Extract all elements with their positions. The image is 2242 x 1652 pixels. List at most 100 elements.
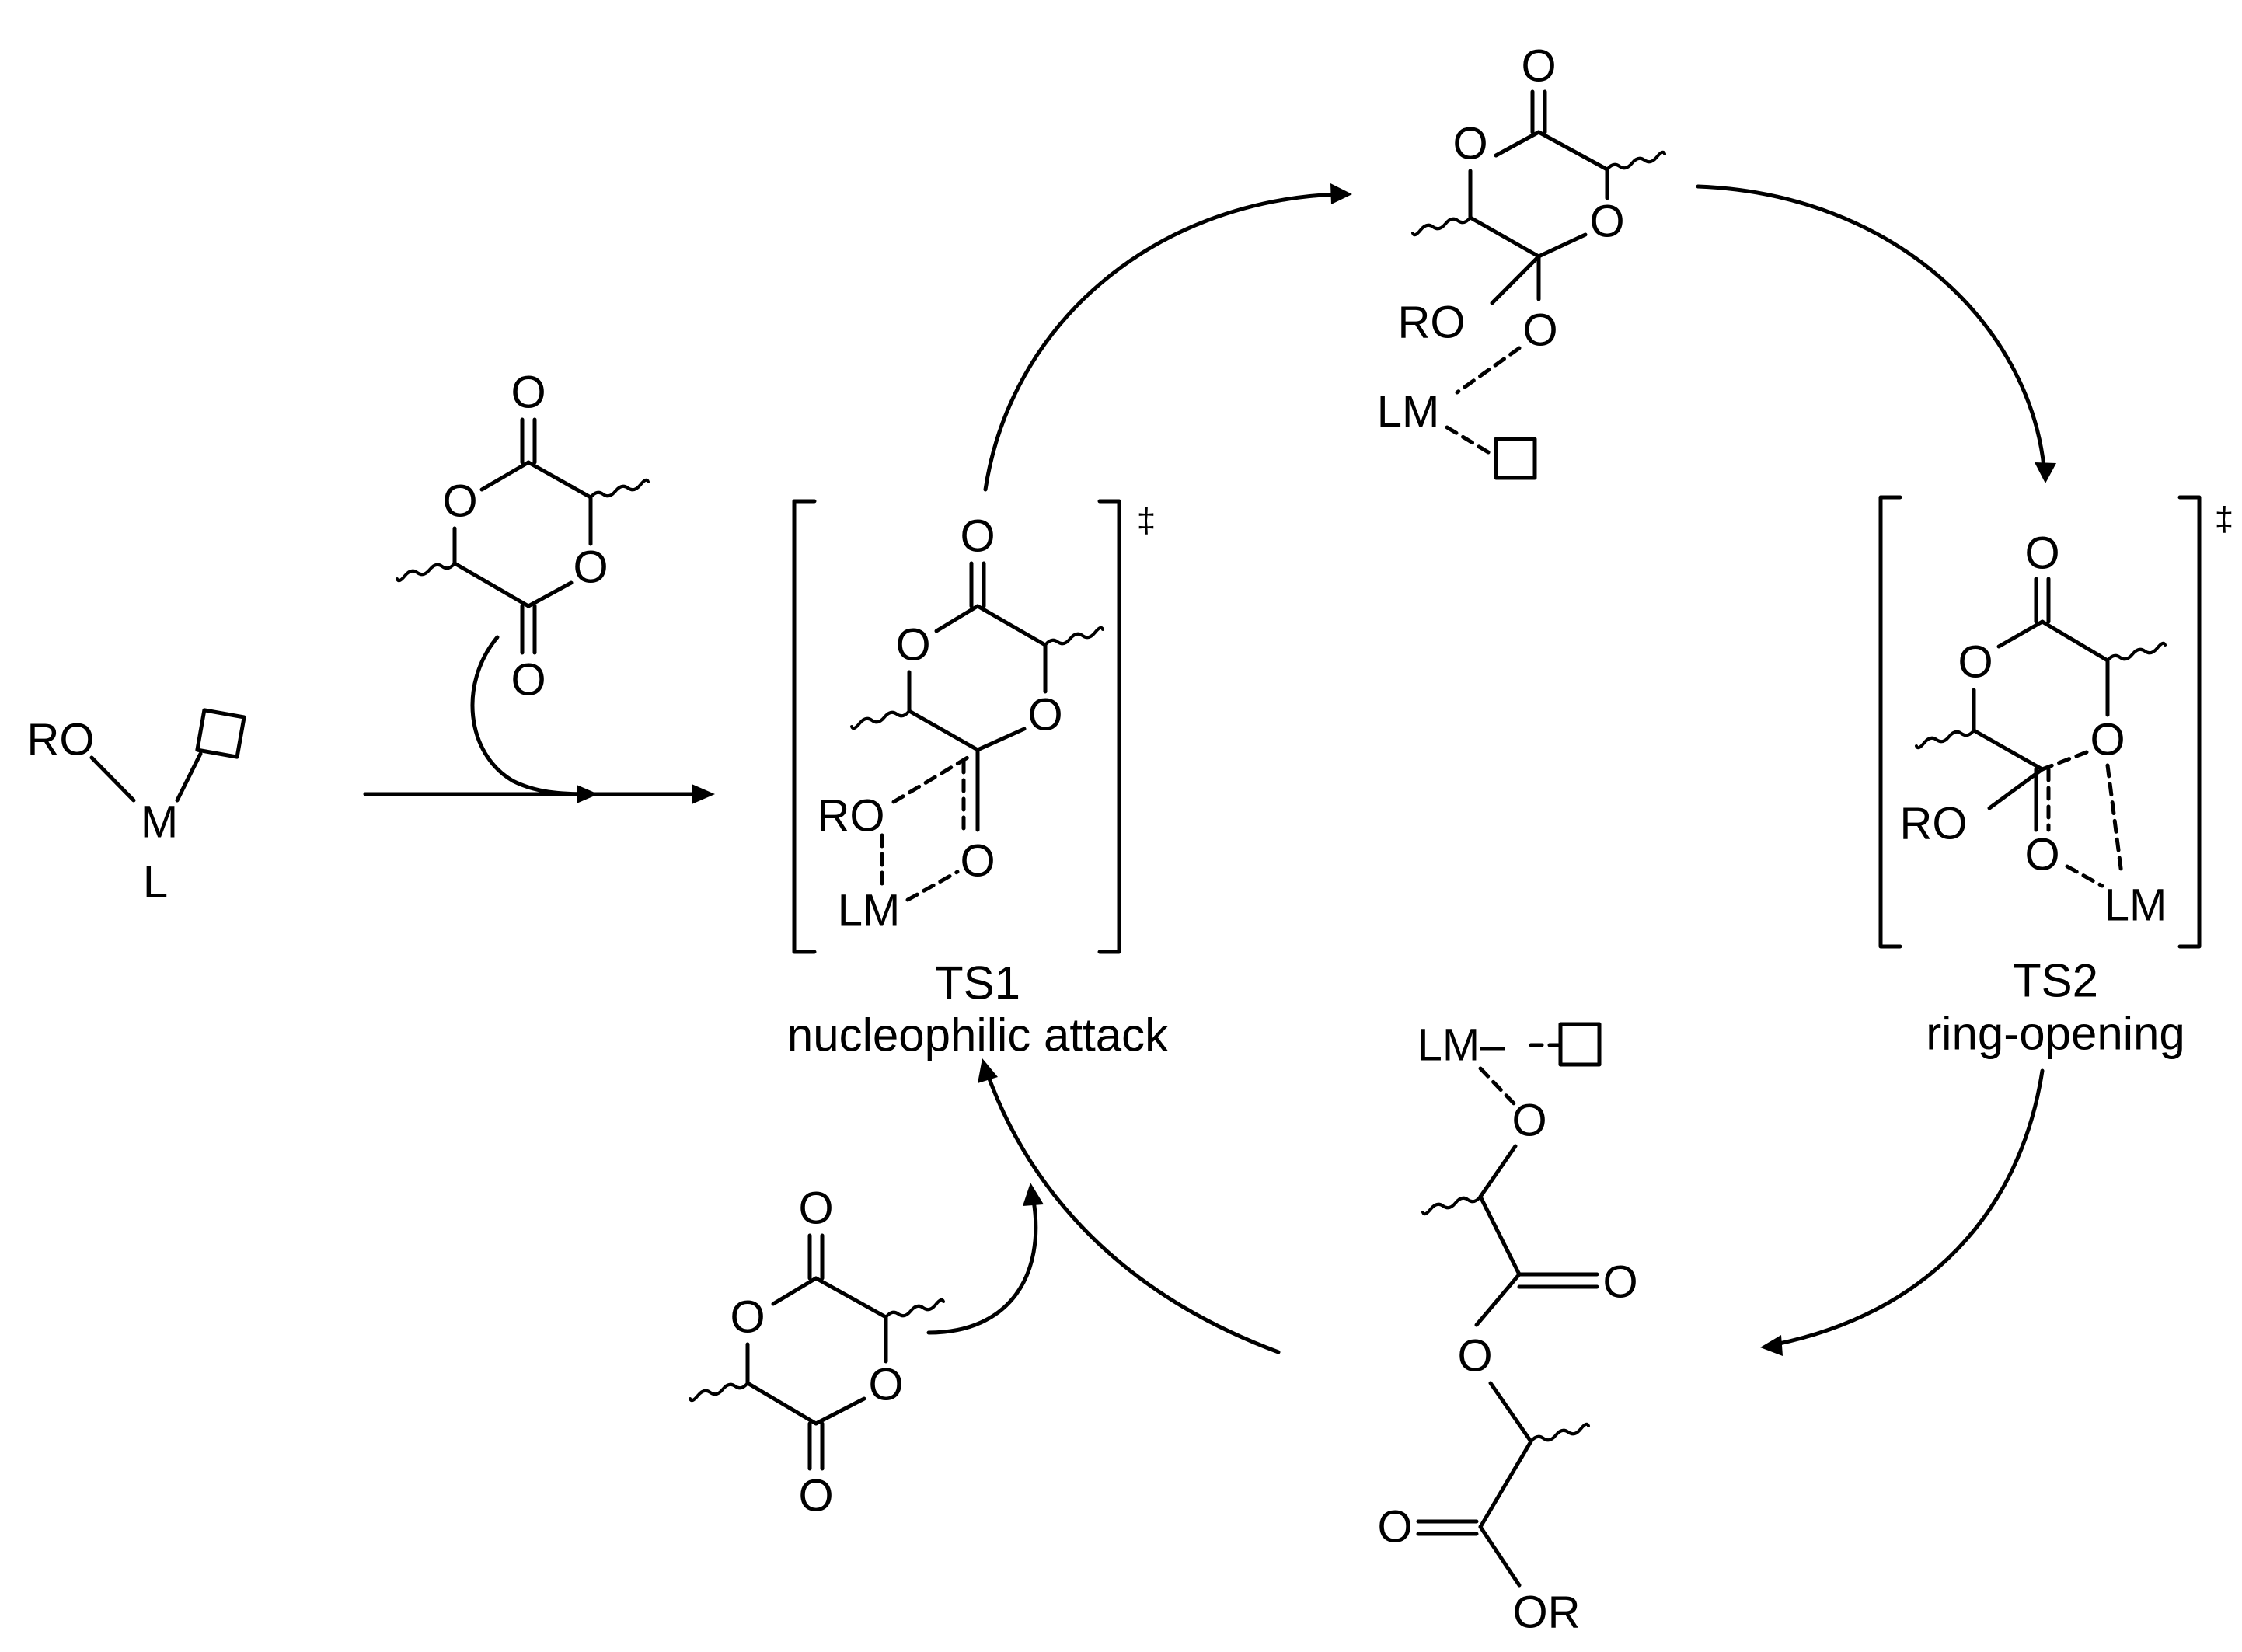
- lactide2-bond-3: [745, 1381, 818, 1426]
- ts1-right-bracket: [1097, 499, 1121, 954]
- product-bond-4: [1488, 1381, 1533, 1444]
- product-methyl-1: [1421, 1195, 1482, 1216]
- int-carbonyl-o-top: O: [1521, 41, 1556, 92]
- lactide1-bond-1: [479, 460, 531, 492]
- ts2-to-product-arrow: [1773, 1068, 2045, 1347]
- lactide2-methyl-right: [884, 1298, 945, 1319]
- product-alkoxide-o: O: [1512, 1096, 1546, 1146]
- int-bond-4: [1536, 130, 1609, 172]
- product-ester-o: O: [1457, 1331, 1492, 1382]
- lactide2-carbonyl-o-top: O: [798, 1183, 833, 1234]
- ts2-bond-4: [2040, 619, 2110, 663]
- catalyst-ro-label: RO: [27, 715, 95, 765]
- int-bond-1: [1494, 130, 1541, 158]
- second-monomer-curved-arrow: [926, 1198, 1038, 1335]
- product-bond-6: [1478, 1525, 1522, 1588]
- ts1-to-intermediate-arrow: [983, 192, 1339, 492]
- ring-opened-product: LM– O O O O OR: [1377, 1020, 1637, 1638]
- product-bond-5: [1478, 1439, 1533, 1529]
- ts2-c-o-ring-dashed: [2040, 750, 2089, 772]
- catalyst-vacancy-square: [195, 708, 246, 759]
- int-ro-label: RO: [1398, 298, 1466, 348]
- ts1-ro-label: RO: [818, 791, 885, 842]
- lactide1-carbonyl-o-top: O: [511, 368, 546, 418]
- product-m-o-dashed: [1478, 1066, 1516, 1106]
- ts1-lm-label: LM: [838, 886, 901, 936]
- ts1-methyl-left: [850, 709, 911, 730]
- ts1-structure: ‡ O O O O RO LM: [792, 499, 1156, 954]
- lactide2-bond-4: [814, 1276, 888, 1319]
- initiation-arrowhead: [692, 784, 715, 804]
- tetrahedral-intermediate: O O O RO O LM: [1377, 41, 1666, 480]
- ts1-to-intermediate-arrowhead: [1330, 183, 1352, 204]
- int-o-m-dashed: [1455, 346, 1522, 395]
- lactide1-bond-3: [452, 561, 531, 608]
- int-bond-6: [1536, 232, 1588, 259]
- lactide1-carbonyl-o-bottom: O: [511, 655, 546, 706]
- product-methyl-2: [1529, 1422, 1590, 1443]
- ts1-carbonyl-o-top: O: [960, 511, 995, 562]
- ts1-methyl-right: [1044, 626, 1104, 647]
- ts2-bond-3: [1972, 728, 2045, 772]
- ts2-bond-1: [1996, 619, 2045, 649]
- ts2-o-m-dashed: [2065, 864, 2104, 888]
- ts1-title: TS1: [935, 957, 1020, 1009]
- int-methyl-right: [1606, 150, 1666, 171]
- int-methyl-left: [1411, 216, 1472, 237]
- product-carbonyl-o-1: O: [1602, 1257, 1637, 1308]
- ts1-bond-1: [934, 604, 980, 633]
- int-vacancy-square: [1494, 437, 1537, 480]
- ts2-title: TS2: [2013, 955, 2098, 1007]
- lactide1-ring-o-right: O: [573, 542, 608, 593]
- int-m-vacancy-dashed: [1445, 425, 1494, 457]
- ts2-methyl-left: [1915, 729, 1975, 750]
- intermediate-to-ts2-arrowhead: [2035, 462, 2056, 483]
- ts1-carbonyl-o-lower: O: [960, 836, 995, 887]
- lactide2-carbonyl-o-bottom: O: [798, 1471, 833, 1521]
- catalyst-ro-m-l: RO M L: [27, 708, 246, 908]
- ts1-ro-c-dashed: [891, 755, 970, 804]
- ts2-left-bracket: [1878, 495, 1902, 949]
- ts2-ring-o-left: O: [1958, 637, 1993, 688]
- propagation-arrow: [985, 1070, 1281, 1354]
- product-carbonyl-o-2: O: [1377, 1502, 1412, 1553]
- lactide1-bond-4: [526, 460, 593, 500]
- ts1-subtitle: nucleophilic attack: [787, 1009, 1169, 1061]
- lactide1-ring-o-left: O: [442, 476, 477, 527]
- lactide-monomer-bottom: O O O O: [689, 1183, 945, 1521]
- lactide1-methyl-right: [589, 478, 650, 499]
- ts1-bond-6: [975, 727, 1027, 752]
- ts1-m-o-dashed: [905, 870, 960, 902]
- ts1-bond-4: [975, 604, 1048, 647]
- ts1-ring-o-right: O: [1027, 690, 1062, 741]
- ts2-carbonyl-o-lower: O: [2024, 830, 2059, 880]
- ts2-ro-label: RO: [1900, 799, 1968, 849]
- ts2-lm-label: LM: [2104, 880, 2167, 931]
- catalyst-m-label: M: [141, 797, 178, 848]
- ts1-bond-3: [907, 709, 980, 752]
- int-c-or-bond: [1490, 254, 1541, 305]
- ts2-dagger: ‡: [2215, 500, 2233, 538]
- lactide1-bond-6: [526, 580, 574, 608]
- int-ring-o-left: O: [1452, 119, 1487, 169]
- product-or-label: OR: [1513, 1588, 1581, 1638]
- lactide-monomer-top: O O O O: [396, 368, 650, 706]
- ts2-ring-o-right: O: [2090, 715, 2125, 765]
- ts2-c-or-bond: [1987, 767, 2045, 810]
- ts2-subtitle: ring-opening: [1926, 1008, 2185, 1060]
- ts2-ring-o-m-dashed: [2105, 763, 2124, 877]
- lactide2-bond-1: [771, 1276, 818, 1306]
- product-bond-1: [1478, 1144, 1518, 1199]
- intermediate-to-ts2-arrow: [1696, 184, 2046, 469]
- int-alkoxide-o: O: [1522, 305, 1557, 356]
- lactide1-methyl-left: [396, 562, 456, 583]
- ts2-carbonyl-o-top: O: [2024, 528, 2059, 579]
- int-ring-o-right: O: [1589, 197, 1624, 247]
- propagation-arrowhead: [978, 1058, 998, 1083]
- ts2-methyl-right: [2106, 641, 2167, 662]
- product-lm-label: LM–: [1417, 1020, 1506, 1071]
- int-lm-label: LM: [1377, 387, 1440, 437]
- second-monomer-arrowhead: [1023, 1183, 1044, 1206]
- product-vacancy-square: [1558, 1022, 1602, 1067]
- ts1-left-bracket: [792, 499, 817, 954]
